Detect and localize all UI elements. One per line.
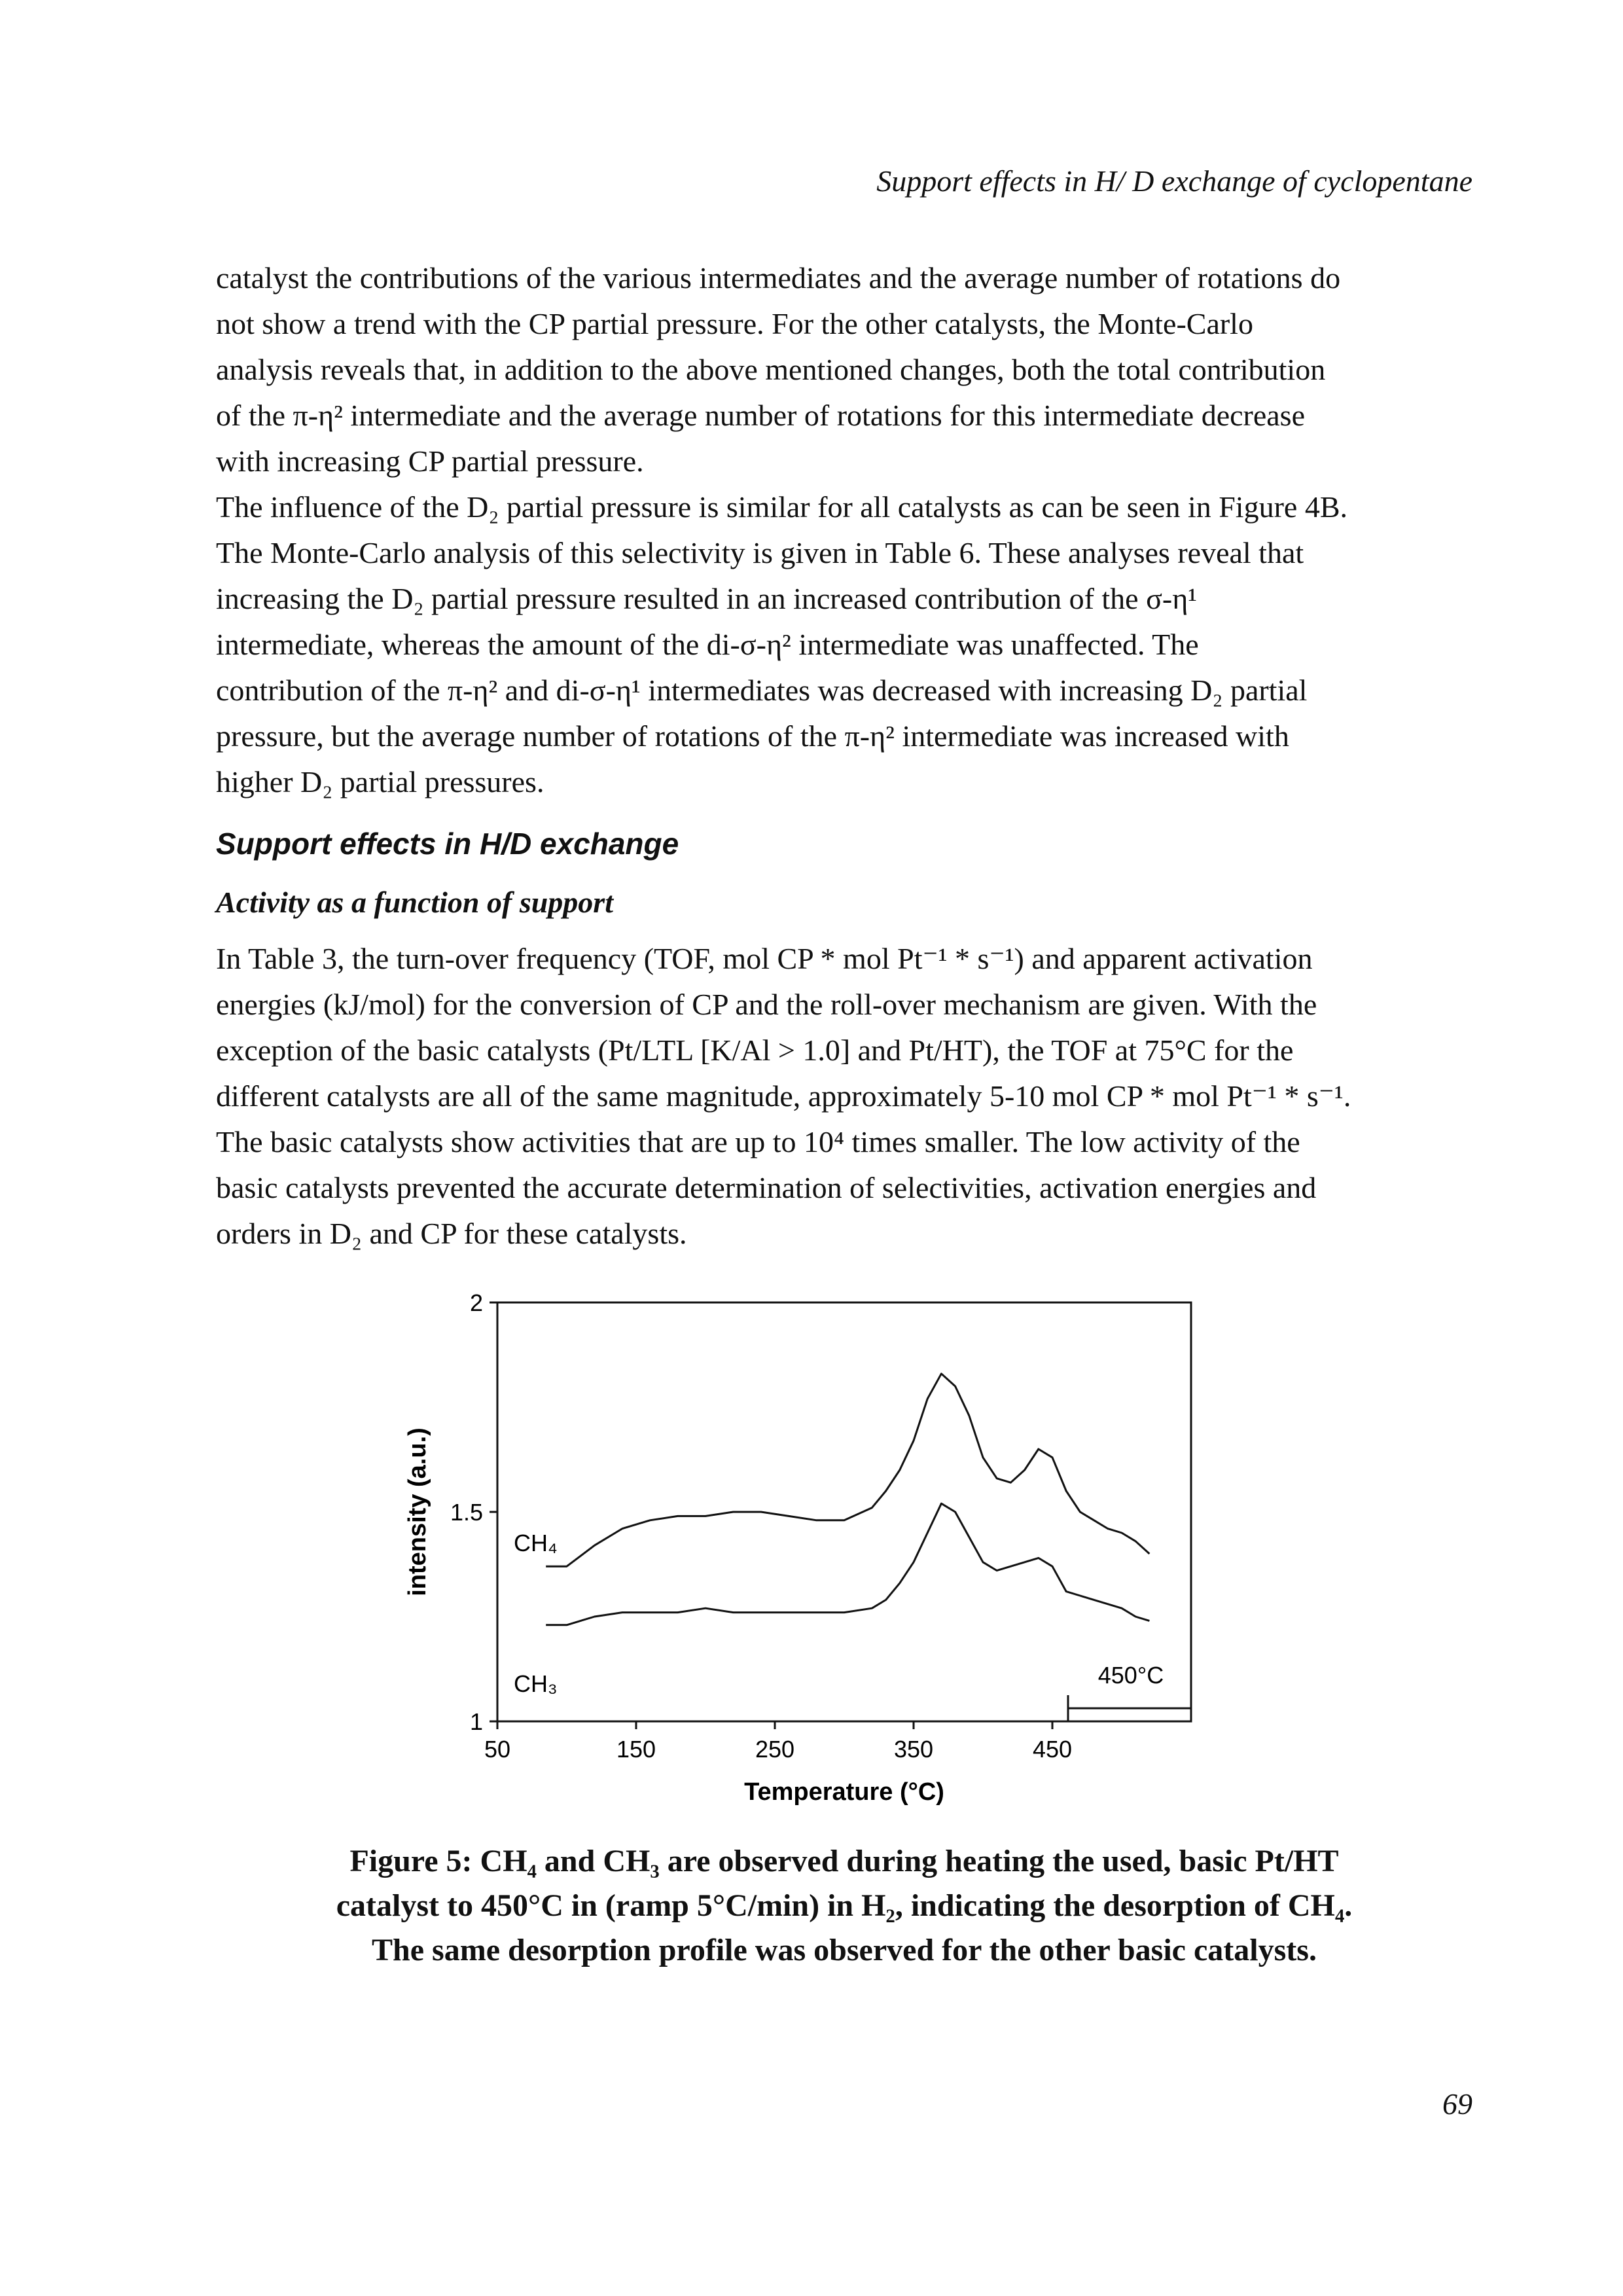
- paragraph-cp-pressure: catalyst the contributions of the variou…: [216, 255, 1472, 484]
- paragraph-activity: In Table 3, the turn-over frequency (TOF…: [216, 936, 1472, 1257]
- text-line: energies (kJ/mol) for the conversion of …: [216, 988, 1317, 1021]
- x-tick-label: 350: [894, 1736, 933, 1763]
- page-number: 69: [1442, 2087, 1472, 2121]
- paragraph-d2-pressure: The influence of the D₂ partial pressure…: [216, 484, 1472, 805]
- subsection-heading: Activity as a function of support: [216, 886, 613, 919]
- caption-line: Figure 5: CH₄ and CH₃ are observed durin…: [349, 1844, 1339, 1878]
- y-axis-ticks: 11.52: [450, 1289, 497, 1735]
- text-line: analysis reveals that, in addition to th…: [216, 353, 1326, 386]
- y-tick-label: 1: [470, 1708, 483, 1735]
- figure-caption: Figure 5: CH₄ and CH₃ are observed durin…: [216, 1839, 1472, 1973]
- series-line-ch4: [546, 1372, 1150, 1568]
- text-line: The basic catalysts show activities that…: [216, 1125, 1300, 1158]
- caption-line: The same desorption profile was observed…: [372, 1933, 1317, 1967]
- x-tick-label: 450: [1033, 1736, 1072, 1763]
- annotation-450c: 450°C: [1098, 1662, 1164, 1689]
- caption-line: catalyst to 450°C in (ramp 5°C/min) in H…: [336, 1888, 1353, 1923]
- x-tick-label: 50: [484, 1736, 510, 1763]
- x-axis-ticks: 50 150 250 350 450: [484, 1721, 1072, 1763]
- text-line: pressure, but the average number of rota…: [216, 719, 1289, 753]
- x-axis-label: Temperature (°C): [744, 1778, 944, 1806]
- text-line: exception of the basic catalysts (Pt/LTL…: [216, 1033, 1294, 1067]
- x-tick-label: 250: [755, 1736, 794, 1763]
- text-line: intermediate, whereas the amount of the …: [216, 628, 1199, 661]
- text-line: increasing the D₂ partial pressure resul…: [216, 582, 1198, 615]
- annotation-bracket: [1067, 1695, 1192, 1721]
- text-line: The influence of the D₂ partial pressure…: [216, 490, 1347, 524]
- text-line: In Table 3, the turn-over frequency (TOF…: [216, 942, 1313, 975]
- section-heading: Support effects in H/D exchange: [216, 827, 679, 861]
- text-line: not show a trend with the CP partial pre…: [216, 307, 1253, 340]
- running-header: Support effects in H/ D exchange of cycl…: [876, 164, 1472, 198]
- series-group: [546, 1372, 1150, 1626]
- text-line: of the π-η² intermediate and the average…: [216, 399, 1305, 432]
- y-tick-label: 2: [470, 1289, 483, 1316]
- text-line: orders in D₂ and CP for these catalysts.: [216, 1217, 687, 1250]
- text-line: catalyst the contributions of the variou…: [216, 261, 1341, 295]
- series-label-ch3: CH₃: [514, 1670, 558, 1697]
- y-axis-label: intensity (a.u.): [404, 1427, 431, 1596]
- series-label-ch4: CH₄: [514, 1530, 558, 1556]
- plot-frame: [496, 1301, 1192, 1723]
- text-line: basic catalysts prevented the accurate d…: [216, 1171, 1317, 1204]
- text-line: The Monte-Carlo analysis of this selecti…: [216, 536, 1304, 569]
- x-tick-label: 150: [616, 1736, 656, 1763]
- text-line: with increasing CP partial pressure.: [216, 444, 644, 478]
- text-line: higher D₂ partial pressures.: [216, 765, 544, 798]
- y-tick-label: 1.5: [450, 1499, 483, 1526]
- text-line: different catalysts are all of the same …: [216, 1079, 1351, 1113]
- text-line: contribution of the π-η² and di-σ-η¹ int…: [216, 673, 1308, 707]
- series-line-ch3: [546, 1502, 1150, 1626]
